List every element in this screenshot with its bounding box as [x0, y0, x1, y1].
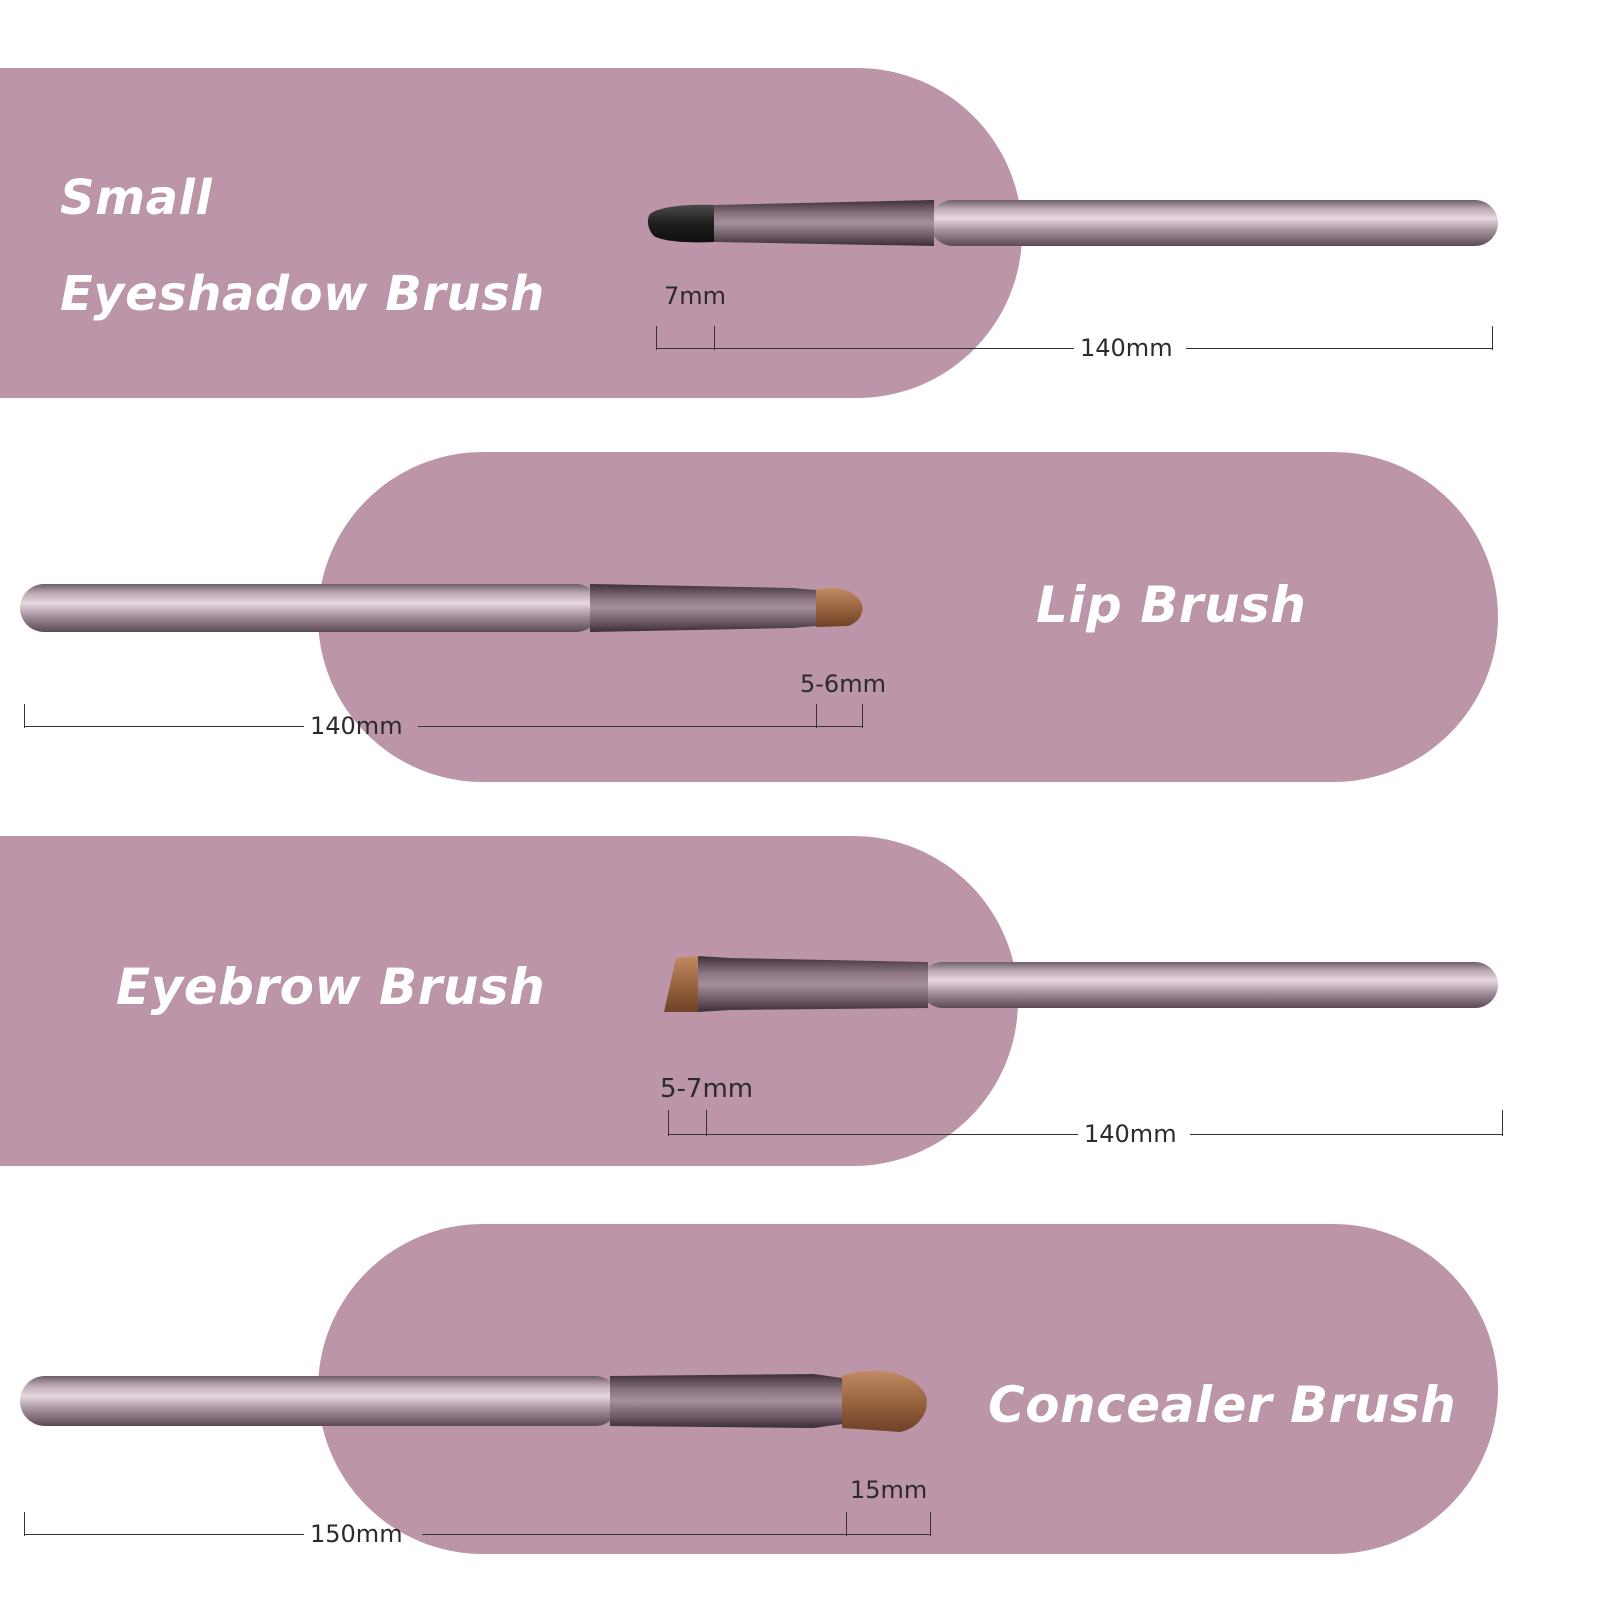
lip-ruler-tick-end	[862, 704, 863, 728]
lip-bristles	[816, 587, 863, 627]
lip-ruler-tick-tip	[816, 704, 817, 728]
concealer-ruler-left	[24, 1534, 304, 1535]
eyeshadow-ruler-left	[656, 348, 1074, 349]
concealer-handle	[20, 1376, 620, 1426]
lip-ferrule	[590, 584, 816, 632]
lip-brush-title: Lip Brush	[1036, 576, 1307, 634]
eyeshadow-tip-size: 7mm	[664, 282, 727, 310]
lip-ruler-right	[418, 726, 862, 727]
concealer-ruler-tick-start	[24, 1512, 25, 1536]
lip-tip-size: 5-6mm	[800, 670, 886, 698]
lip-length: 140mm	[310, 712, 403, 740]
lip-handle	[20, 584, 600, 632]
eyeshadow-ruler-right	[1186, 348, 1492, 349]
eyeshadow-brush	[647, 200, 1498, 246]
eyeshadow-title-line2: Eyeshadow Brush	[60, 266, 545, 322]
eyeshadow-brush-title: Small Eyeshadow Brush	[60, 150, 545, 342]
eyeshadow-ruler-tick-tip	[714, 326, 715, 350]
eyeshadow-bristles	[647, 204, 714, 243]
eyebrow-ruler-left	[668, 1134, 1078, 1135]
eyebrow-ruler-tick-end	[1502, 1110, 1503, 1136]
lip-ruler-left	[24, 726, 304, 727]
eyeshadow-ruler-tick-start	[656, 326, 657, 350]
eyeshadow-ruler-tick-end	[1492, 326, 1493, 350]
eyebrow-ruler-tick-start	[668, 1110, 669, 1136]
eyeshadow-ferrule	[714, 200, 934, 246]
eyebrow-brush	[664, 956, 1498, 1012]
concealer-ruler-tick-end	[930, 1512, 931, 1536]
concealer-ferrule	[610, 1374, 842, 1428]
eyeshadow-handle	[930, 200, 1498, 246]
eyebrow-handle	[920, 962, 1498, 1008]
eyebrow-tip-size: 5-7mm	[660, 1074, 754, 1104]
eyebrow-ferrule	[698, 956, 928, 1012]
eyebrow-length: 140mm	[1084, 1120, 1177, 1148]
lip-ruler-tick-start	[24, 704, 25, 728]
concealer-bristles	[842, 1370, 927, 1432]
lip-brush	[20, 584, 863, 632]
concealer-ruler-right	[422, 1534, 930, 1535]
concealer-length: 150mm	[310, 1520, 403, 1548]
eyebrow-bristles	[664, 956, 698, 1012]
concealer-ruler-tick-tip	[846, 1512, 847, 1536]
concealer-brush	[20, 1370, 927, 1432]
eyebrow-ruler-tick-tip	[706, 1110, 707, 1136]
eyeshadow-length: 140mm	[1080, 334, 1173, 362]
concealer-tip-size: 15mm	[850, 1476, 928, 1504]
concealer-brush-title: Concealer Brush	[988, 1376, 1457, 1434]
eyeshadow-title-line1: Small	[60, 170, 213, 226]
eyebrow-brush-title: Eyebrow Brush	[116, 958, 546, 1016]
eyebrow-ruler-right	[1190, 1134, 1502, 1135]
